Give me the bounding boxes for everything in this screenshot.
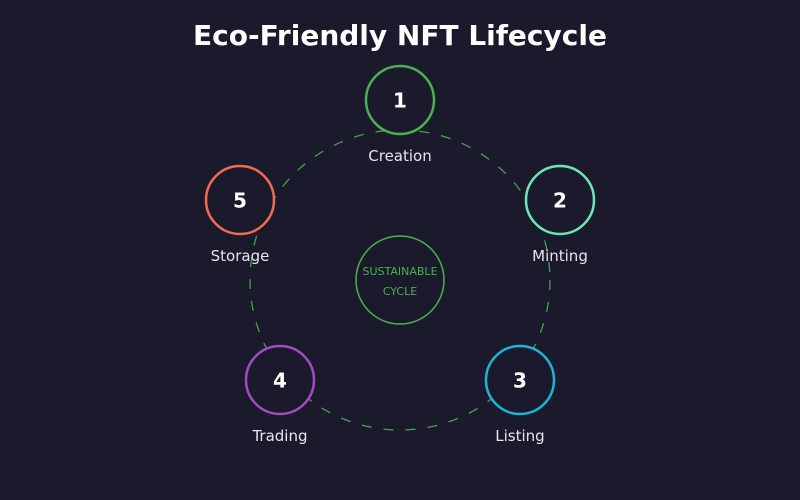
stage-node-creation[interactable]: 1 Creation — [364, 64, 436, 165]
node-label: Creation — [368, 147, 431, 165]
node-label: Minting — [532, 247, 588, 265]
stage-node-storage[interactable]: 5 Storage — [204, 164, 276, 265]
node-number: 1 — [393, 89, 407, 113]
stage-node-minting[interactable]: 2 Minting — [524, 164, 596, 265]
stage-node-trading[interactable]: 4 Trading — [244, 344, 316, 445]
stage-node-listing[interactable]: 3 Listing — [484, 344, 556, 445]
center-circle — [355, 235, 445, 325]
node-number: 2 — [553, 189, 567, 213]
node-circle — [364, 64, 436, 136]
node-circle — [524, 164, 596, 236]
node-number: 3 — [513, 369, 527, 393]
node-label: Listing — [495, 427, 544, 445]
center-badge: SUSTAINABLE CYCLE — [355, 235, 445, 325]
diagram-title: Eco-Friendly NFT Lifecycle — [193, 19, 607, 52]
node-circle — [484, 344, 556, 416]
center-text-line2: CYCLE — [383, 285, 417, 298]
node-number: 5 — [233, 189, 247, 213]
node-circle — [204, 164, 276, 236]
node-circle — [244, 344, 316, 416]
node-label: Storage — [211, 247, 270, 265]
center-text-line1: SUSTAINABLE — [362, 265, 437, 278]
node-number: 4 — [273, 369, 287, 393]
node-label: Trading — [251, 427, 307, 445]
